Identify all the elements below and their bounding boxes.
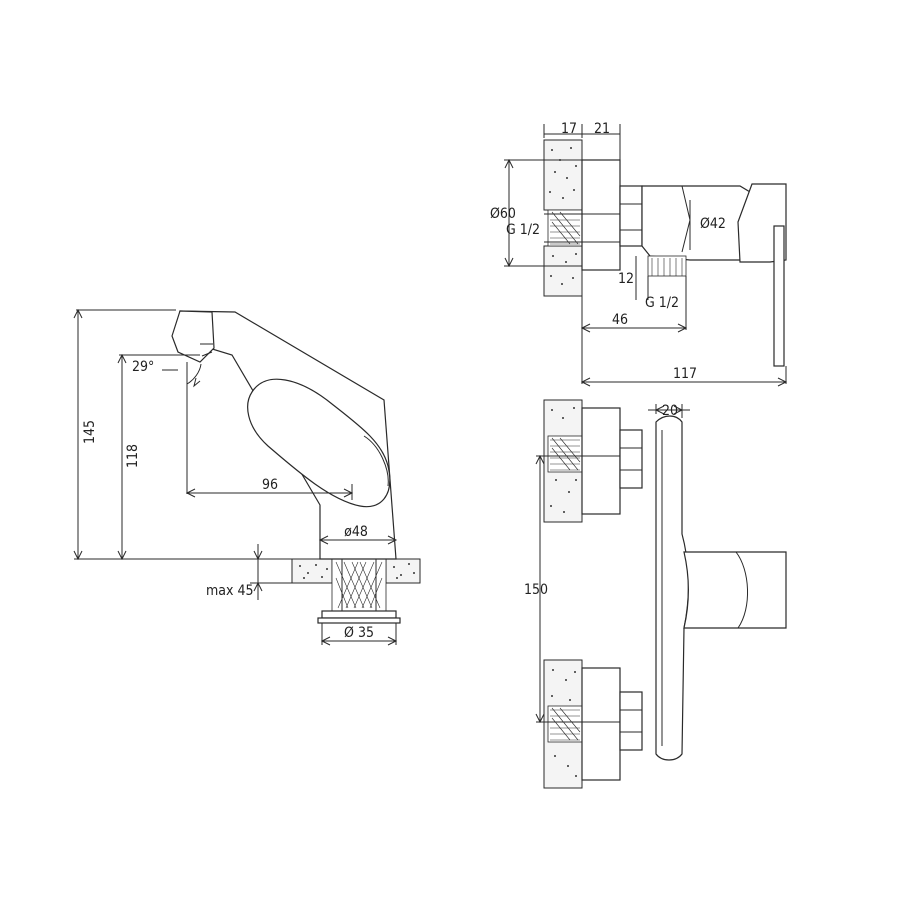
mounting-stud [331,558,387,612]
dim-max-thickness: max 45 [206,583,253,599]
dim-wall-17: 17 [561,121,577,137]
dim-hole-diameter: Ø 35 [344,625,374,641]
dim-height-spout: 118 [125,444,141,468]
hex-nut-lower [619,691,643,751]
dim-height-total: 145 [82,420,98,444]
mixer-bar [655,415,690,761]
fixing-nut [321,610,397,619]
valve-body-side [641,185,753,261]
shower-mixer-front-view: 20 150 [524,399,787,789]
wall-dots-front [550,407,577,777]
dim-rosette-60: Ø60 [490,206,516,222]
basin-mixer-view: 145 118 29° 96 ø48 max 45 Ø 35 [73,308,421,646]
countertop-dots [299,563,415,579]
rosette [581,159,621,271]
dim-spout-angle: 29° [132,359,154,375]
rosette-lower [581,667,621,781]
countertop-left [291,558,333,584]
shower-mixer-side-view: 17 21 Ø60 G 1/2 Ø42 12 G 1/2 46 117 [490,121,788,387]
hex-nut-upper [619,429,643,489]
fixing-washer [317,617,401,624]
dim-thread-left: G 1/2 [506,222,540,238]
lever-handle [247,378,391,508]
dim-20: 20 [662,403,678,419]
spout-tip [171,310,215,363]
dim-46: 46 [612,312,628,328]
dim-thread-bottom: G 1/2 [645,295,679,311]
hex-nut-side [619,185,643,247]
rosette-upper [581,407,621,515]
lever-front [683,551,787,629]
stud-mesh [335,561,383,609]
dim-base-diameter: ø48 [344,524,368,540]
dim-spacing-150: 150 [524,582,548,598]
dim-reach: 96 [262,477,278,493]
lever-plate [773,225,785,367]
dim-12: 12 [618,271,634,287]
wall-section-upper [543,139,583,211]
countertop-right [385,558,421,584]
outlet-nipple [647,255,687,277]
dim-117: 117 [673,366,697,382]
dim-wall-21: 21 [594,121,610,137]
dim-diam-42: Ø42 [700,216,726,232]
